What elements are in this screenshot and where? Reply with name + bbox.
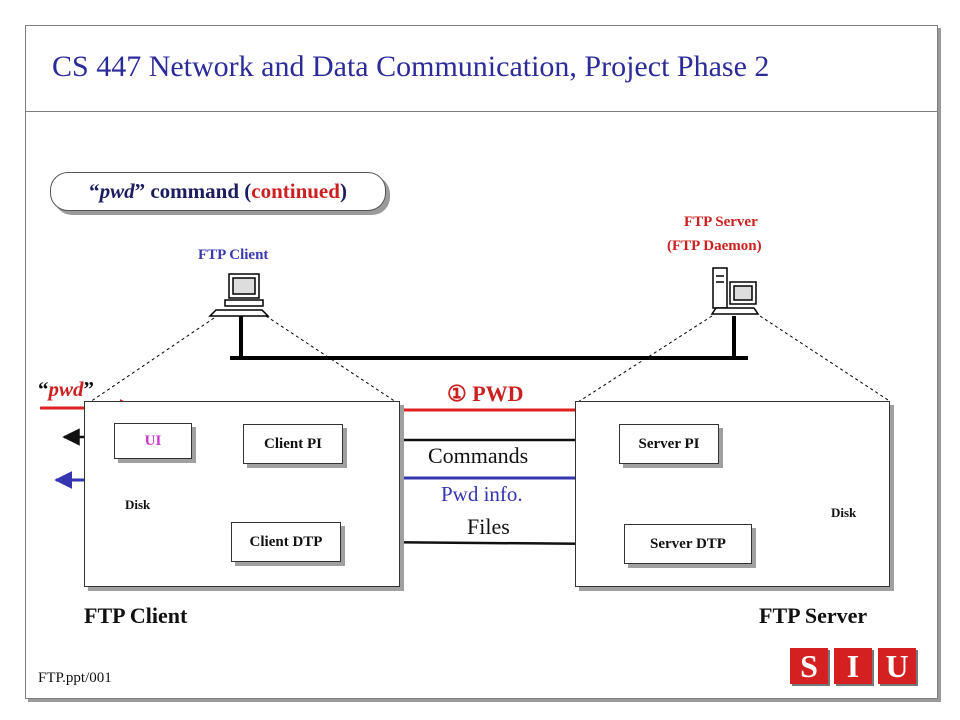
logo-letter-i: I: [834, 648, 872, 684]
server-dtp-box: Server DTP: [624, 524, 752, 564]
client-computer-icon: [208, 273, 270, 317]
network-bus: [230, 316, 748, 360]
top-client-label: FTP Client: [198, 247, 269, 263]
zoom-lines: [86, 315, 889, 405]
client-pi-box: Client PI: [243, 424, 343, 464]
files-label: Files: [467, 514, 510, 539]
title-divider: [26, 111, 937, 112]
client-footer-label: FTP Client: [84, 603, 188, 628]
slide-title: CS 447 Network and Data Communication, P…: [52, 50, 770, 83]
server-disk-label: Disk: [831, 505, 857, 520]
top-server-label: FTP Server: [684, 214, 758, 230]
top-server-sublabel: (FTP Daemon): [667, 238, 762, 254]
slide-footer: FTP.ppt/001: [38, 670, 112, 686]
pwd-info-label: Pwd info.: [441, 482, 523, 506]
server-pi-box: Server PI: [619, 424, 719, 464]
ui-box: UI: [114, 423, 192, 459]
server-footer-label: FTP Server: [759, 603, 868, 628]
client-dtp-box: Client DTP: [231, 522, 341, 562]
commands-label: Commands: [428, 443, 529, 468]
client-disk-label: Disk: [125, 497, 151, 512]
server-computer-icon: [710, 267, 760, 315]
pwd-step-label: ① PWD: [447, 381, 524, 406]
logo-letter-u: U: [878, 648, 916, 684]
pwd-input-label: “pwd”: [38, 377, 95, 401]
logo-letter-s: S: [790, 648, 828, 684]
siu-logo: S I U: [790, 648, 916, 686]
subtitle-pill: “pwd” command (continued): [50, 172, 386, 211]
